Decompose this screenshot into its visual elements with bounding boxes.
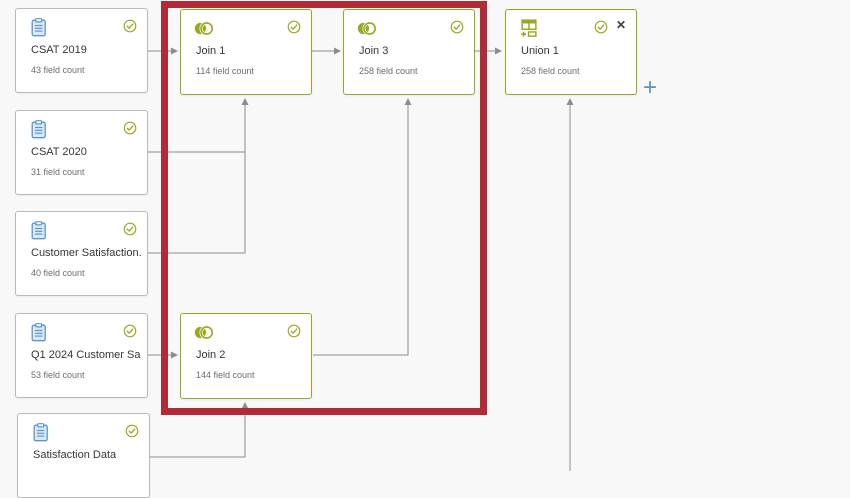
join-icon bbox=[357, 19, 377, 38]
join-icon bbox=[194, 323, 214, 342]
check-circle-icon bbox=[123, 324, 137, 338]
flow-node-join-1[interactable]: Join 1 114 field count bbox=[180, 9, 312, 95]
union-table-icon bbox=[519, 19, 539, 38]
check-circle-icon bbox=[287, 324, 301, 338]
close-icon[interactable]: ✕ bbox=[615, 18, 627, 32]
check-circle-icon bbox=[123, 121, 137, 135]
flow-node-join-2[interactable]: Join 2 144 field count bbox=[180, 313, 312, 399]
node-field-count: 144 field count bbox=[196, 370, 255, 380]
flow-node-csat-2019[interactable]: CSAT 2019 43 field count bbox=[15, 8, 148, 93]
join-icon bbox=[194, 19, 214, 38]
check-circle-icon bbox=[125, 424, 139, 438]
clipboard-icon bbox=[31, 423, 51, 442]
clipboard-icon bbox=[29, 120, 49, 139]
clipboard-icon bbox=[29, 18, 49, 37]
node-field-count: 114 field count bbox=[196, 66, 254, 76]
check-circle-icon bbox=[287, 20, 301, 34]
node-title: CSAT 2019 bbox=[31, 44, 87, 56]
node-field-count: 31 field count bbox=[31, 167, 85, 177]
flow-node-q1-2024-customer-sa[interactable]: Q1 2024 Customer Sa... 53 field count bbox=[15, 313, 148, 398]
flow-node-satisfaction-data[interactable]: Satisfaction Data bbox=[17, 413, 150, 498]
flow-node-csat-2020[interactable]: CSAT 2020 31 field count bbox=[15, 110, 148, 195]
node-field-count: 53 field count bbox=[31, 370, 85, 380]
flow-node-customer-satisfaction[interactable]: Customer Satisfaction... 40 field count bbox=[15, 211, 148, 296]
node-title: Union 1 bbox=[521, 45, 559, 57]
clipboard-icon bbox=[29, 323, 49, 342]
flow-node-union-1[interactable]: ✕ Union 1 258 field count bbox=[505, 9, 637, 95]
check-circle-icon bbox=[450, 20, 464, 34]
node-title: CSAT 2020 bbox=[31, 146, 87, 158]
node-field-count: 43 field count bbox=[31, 65, 85, 75]
check-circle-icon bbox=[594, 20, 608, 34]
node-field-count: 40 field count bbox=[31, 268, 85, 278]
node-field-count: 258 field count bbox=[359, 66, 418, 76]
check-circle-icon bbox=[123, 222, 137, 236]
flow-node-join-3[interactable]: Join 3 258 field count bbox=[343, 9, 475, 95]
node-title: Join 3 bbox=[359, 45, 389, 57]
node-title: Join 2 bbox=[196, 349, 226, 361]
node-field-count: 258 field count bbox=[521, 66, 580, 76]
add-node-button[interactable]: + bbox=[643, 74, 658, 101]
node-title: Join 1 bbox=[196, 45, 226, 57]
connector-customer-satisfaction-to-join-1 bbox=[148, 98, 249, 254]
clipboard-icon bbox=[29, 221, 49, 240]
connector-join-2-to-join-3 bbox=[313, 98, 412, 356]
node-title: Customer Satisfaction... bbox=[31, 247, 141, 259]
connector-satisfaction-data-to-join-2 bbox=[148, 402, 249, 458]
node-title: Satisfaction Data bbox=[33, 449, 117, 461]
node-title: Q1 2024 Customer Sa... bbox=[31, 349, 141, 361]
check-circle-icon bbox=[123, 19, 137, 33]
